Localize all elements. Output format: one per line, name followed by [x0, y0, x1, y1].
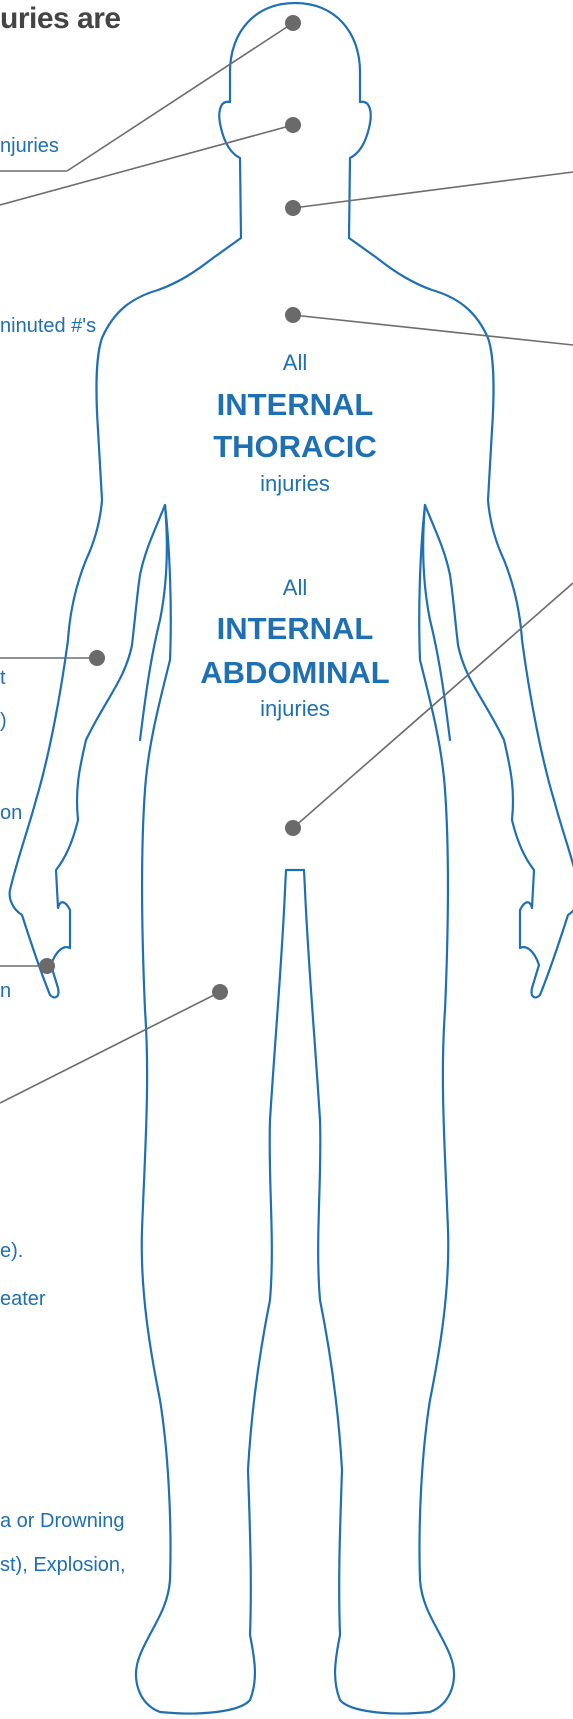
label-head-injuries: njuries [0, 135, 59, 158]
thoracic-prefix: All [175, 350, 415, 376]
label-arm-2: ) [0, 710, 7, 733]
label-arm-1: t [0, 667, 6, 690]
label-mechanism-2: st), Explosion, [0, 1554, 126, 1577]
body-outline [10, 3, 573, 1714]
leader-chest [293, 315, 573, 345]
page-heading: uries are [0, 2, 121, 36]
dot-head-top [285, 15, 301, 31]
dot-chest [285, 307, 301, 323]
dot-thigh [212, 984, 228, 1000]
abdominal-prefix: All [175, 575, 415, 601]
leader-thigh [0, 992, 220, 1103]
label-chest-wall: ninuted #'s [0, 315, 96, 338]
abdominal-suffix: injuries [175, 696, 415, 722]
dot-hand [39, 958, 55, 974]
dot-face [285, 117, 301, 133]
abdominal-line2: ABDOMINAL [175, 655, 415, 691]
label-hand: n [0, 980, 11, 1003]
label-mechanism-1: a or Drowning [0, 1510, 125, 1533]
right-inner-arm-line [423, 505, 450, 740]
label-leg-2: eater [0, 1288, 46, 1311]
leader-head-top [67, 23, 293, 171]
label-leg-1: e). [0, 1240, 23, 1263]
dot-pelvis [285, 820, 301, 836]
thoracic-line1: INTERNAL [175, 387, 415, 423]
dot-forearm [89, 650, 105, 666]
abdominal-line1: INTERNAL [175, 611, 415, 647]
leader-neck [293, 172, 573, 208]
dot-neck [285, 200, 301, 216]
thoracic-suffix: injuries [175, 471, 415, 497]
left-inner-arm-line [140, 505, 167, 740]
label-arm-3: on [0, 802, 22, 825]
thoracic-line2: THORACIC [175, 429, 415, 465]
